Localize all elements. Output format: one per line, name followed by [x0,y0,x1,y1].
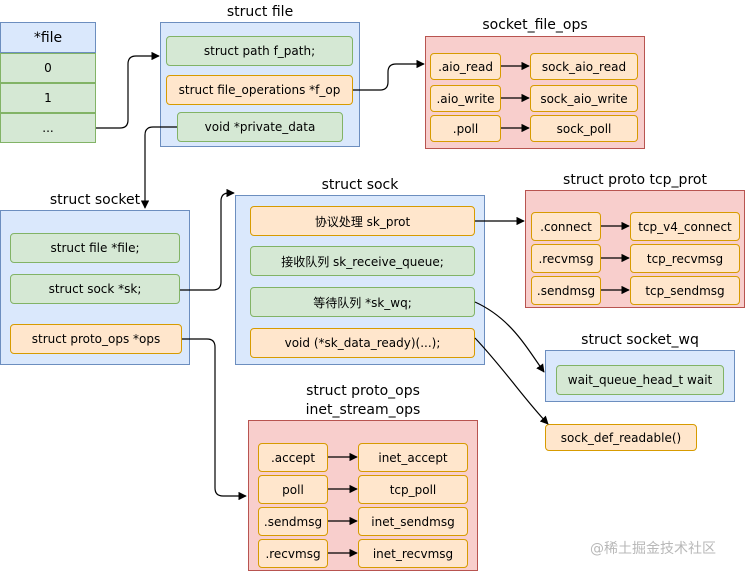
socket-file-ops-field-aio-write: .aio_write [430,85,501,112]
edge-private-data-to-struct-socket [140,126,177,209]
socket-file-ops-target-sock-poll: sock_poll [530,115,638,142]
struct-sock-title: struct sock [321,177,399,193]
watermark: @稀土掘金技术社区 [590,541,716,557]
struct-file-field-f-op: struct file_operations *f_op [166,75,353,105]
struct-proto-ops-field-poll: poll [258,475,328,504]
socket-file-ops-field-aio-read: .aio_read [430,53,501,80]
struct-file-field-private-data: void *private_data [177,112,343,142]
struct-proto-ops-title: struct proto_ops [306,383,420,399]
file-table-item: 1 [0,83,96,113]
edge-sk-wq-to-socket-wq [474,301,545,373]
struct-proto-ops-subtitle: inet_stream_ops [305,402,421,418]
struct-proto-field-sendmsg: .sendmsg [531,276,601,305]
struct-sock-field-sk-prot: 协议处理 sk_prot [250,206,475,236]
socket-file-ops-target-sock-aio-write: sock_aio_write [530,85,638,112]
struct-proto-target-tcp-v4-connect: tcp_v4_connect [630,212,740,241]
struct-sock-field-sk-data-ready: void (*sk_data_ready)(...); [250,328,475,358]
struct-proto-target-tcp-recvmsg: tcp_recvmsg [630,244,740,273]
struct-proto-field-connect: .connect [531,212,601,241]
edge-sk-to-struct-sock [180,188,235,291]
file-table-header: *file [0,22,96,53]
struct-proto-ops-field-recvmsg: .recvmsg [258,539,328,568]
struct-socket-field-sk: struct sock *sk; [10,274,180,304]
struct-proto-ops-target-inet-sendmsg: inet_sendmsg [358,507,468,536]
struct-proto-ops-field-sendmsg: .sendmsg [258,507,328,536]
struct-proto-ops-field-accept: .accept [258,443,328,472]
struct-socket-title: struct socket [49,192,141,208]
struct-socket-field-ops: struct proto_ops *ops [10,324,182,354]
file-table-item: 0 [0,53,96,83]
edge-sk-data-ready-to-sock-def-readable [474,337,549,425]
edge-fd-to-struct-file [96,51,160,129]
socket-file-ops-title: socket_file_ops [482,17,588,33]
struct-proto-ops-target-inet-recvmsg: inet_recvmsg [358,539,468,568]
socket-file-ops-field-poll: .poll [430,115,501,142]
struct-file-field-f-path: struct path f_path; [166,36,353,66]
edge-ops-to-proto-ops [182,338,247,501]
struct-socket-wq-field-wait: wait_queue_head_t wait [556,365,724,395]
edge-f-op-to-socket-file-ops [353,59,425,91]
struct-socket-field-file: struct file *file; [10,233,180,263]
struct-proto-target-tcp-sendmsg: tcp_sendmsg [630,276,740,305]
struct-proto-title: struct proto tcp_prot [563,172,707,188]
sock-def-readable-node: sock_def_readable() [545,424,697,451]
struct-sock-field-sk-receive-queue: 接收队列 sk_receive_queue; [250,246,475,276]
struct-proto-ops-target-inet-accept: inet_accept [358,443,468,472]
struct-sock-field-sk-wq: 等待队列 *sk_wq; [250,287,475,317]
struct-file-title: struct file [226,4,294,20]
struct-proto-field-recvmsg: .recvmsg [531,244,601,273]
struct-proto-ops-target-tcp-poll: tcp_poll [358,475,468,504]
socket-file-ops-target-sock-aio-read: sock_aio_read [530,53,638,80]
struct-socket-wq-title: struct socket_wq [581,332,699,348]
file-table-item: ... [0,113,96,143]
